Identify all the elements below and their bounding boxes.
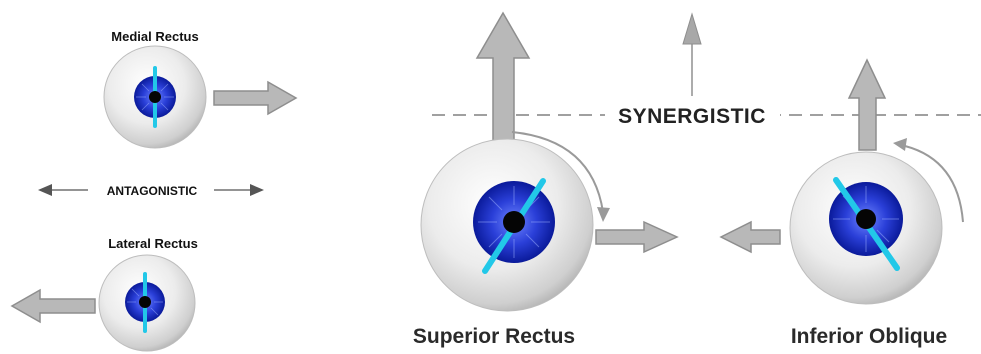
inferior-oblique-eye <box>790 152 942 304</box>
superior-rectus-eye <box>421 139 593 311</box>
lateral-rectus-arrow <box>12 290 95 322</box>
superior-rectus-label: Superior Rectus <box>413 325 575 348</box>
medial-rectus-eye <box>104 46 206 148</box>
inferior-oblique-label: Inferior Oblique <box>791 325 947 348</box>
inferior-oblique-up-arrow <box>849 60 885 150</box>
synergistic-resultant-arrow <box>683 14 701 96</box>
inferior-oblique-abduction-arrow <box>721 222 780 252</box>
medial-rectus-arrow <box>214 82 296 114</box>
superior-rectus-up-arrow <box>477 13 529 146</box>
superior-rectus-adduction-arrow <box>596 222 677 252</box>
lateral-rectus-label: Lateral Rectus <box>108 236 198 251</box>
synergistic-label: SYNERGISTIC <box>618 105 766 128</box>
antagonistic-label: ANTAGONISTIC <box>107 184 198 198</box>
lateral-rectus-eye <box>99 255 195 351</box>
medial-rectus-label: Medial Rectus <box>111 29 198 44</box>
